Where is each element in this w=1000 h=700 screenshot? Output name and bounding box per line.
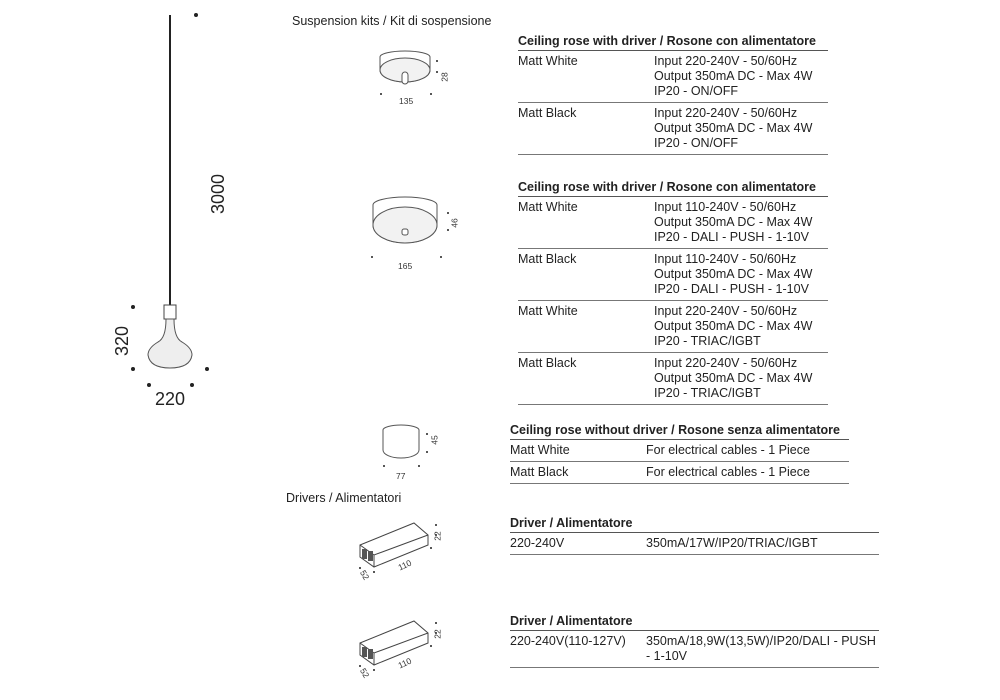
rose1-width: 135 xyxy=(399,96,414,106)
spec-line: IP20 - TRIAC/IGBT xyxy=(654,334,761,348)
driver1-height: 22 xyxy=(432,531,443,541)
row-name: Matt White xyxy=(518,200,578,214)
table-row: Matt Black For electrical cables - 1 Piec… xyxy=(510,462,849,484)
row-name: Matt White xyxy=(518,54,578,68)
spec-line: For electrical cables - 1 Piece xyxy=(646,465,810,479)
row-spec: For electrical cables - 1 Piece xyxy=(646,465,849,480)
lamp-width-body: 220 xyxy=(155,389,186,409)
spec-line: Input 110-240V - 50/60Hz xyxy=(654,252,797,266)
table-row: 220-240V(110-127V) 350mA/18,9W(13,5W)/IP2… xyxy=(510,631,879,668)
spec-line: Output 350mA DC - Max 4W xyxy=(654,69,813,83)
spec-table: Ceiling rose with driver / Rosone con al… xyxy=(518,33,828,155)
row-spec: For electrical cables - 1 Piece xyxy=(646,443,849,458)
row-spec: 350mA/18,9W(13,5W)/IP20/DALI - PUSH- 1-1… xyxy=(646,634,879,664)
spec-line: Input 110-240V - 50/60Hz xyxy=(654,200,797,214)
drivers-title: Drivers / Alimentatori xyxy=(286,491,402,505)
spec-line: - 1-10V xyxy=(646,649,687,663)
ceiling-rose-1-drawing xyxy=(379,50,438,95)
suspension-kits-title: Suspension kits / Kit di sospensione xyxy=(292,14,492,28)
ceiling-rose-3-drawing xyxy=(382,424,428,467)
driver-1-drawing xyxy=(359,522,437,573)
rose3-width: 77 xyxy=(396,471,406,481)
lamp-drawing xyxy=(131,13,209,387)
spec-line: Output 350mA DC - Max 4W xyxy=(654,121,813,135)
table-row: 220-240V 350mA/17W/IP20/TRIAC/IGBT xyxy=(510,533,879,555)
spec-line: Output 350mA DC - Max 4W xyxy=(654,215,813,229)
rose3-height: 45 xyxy=(429,435,440,445)
table-title: Ceiling rose without driver / Rosone sen… xyxy=(510,422,849,440)
lamp-height-body: 320 xyxy=(112,325,132,356)
spec-line: For electrical cables - 1 Piece xyxy=(646,443,810,457)
spec-table: Driver / Alimentatore 220-240V 350mA/17W/I… xyxy=(510,515,879,555)
lamp-height-total: 3000 xyxy=(208,173,228,214)
table-row: Matt White For electrical cables - 1 Piec… xyxy=(510,440,849,462)
driver2-height: 22 xyxy=(432,629,443,639)
row-name: Matt Black xyxy=(510,465,569,479)
spec-table: Ceiling rose without driver / Rosone sen… xyxy=(510,422,849,484)
spec-line: IP20 - ON/OFF xyxy=(654,136,739,150)
spec-line: 350mA/18,9W(13,5W)/IP20/DALI - PUSH xyxy=(646,634,876,648)
row-name: Matt Black xyxy=(518,106,577,120)
row-spec: 350mA/17W/IP20/TRIAC/IGBT xyxy=(646,536,879,551)
spec-table: Driver / Alimentatore 220-240V(110-127V) 3… xyxy=(510,613,879,668)
spec-line: Output 350mA DC - Max 4W xyxy=(654,267,813,281)
row-name: 220-240V xyxy=(510,536,565,550)
spec-line: IP20 - ON/OFF xyxy=(654,84,739,98)
spec-line: IP20 - TRIAC/IGBT xyxy=(654,386,761,400)
spec-line: IP20 - DALI - PUSH - 1-10V xyxy=(654,282,809,296)
spec-line: IP20 - DALI - PUSH - 1-10V xyxy=(654,230,809,244)
spec-line: Input 220-240V - 50/60Hz xyxy=(654,106,798,120)
ceiling-rose-2-drawing xyxy=(371,196,449,258)
table-title: Driver / Alimentatore xyxy=(510,515,879,533)
row-name: Matt White xyxy=(518,304,578,318)
table-title: Ceiling rose with driver / Rosone con al… xyxy=(518,33,828,51)
row-name: 220-240V(110-127V) xyxy=(510,634,626,648)
spec-table: Ceiling rose with driver / Rosone con al… xyxy=(518,179,828,405)
table-title: Driver / Alimentatore xyxy=(510,613,879,631)
spec-line: Input 220-240V - 50/60Hz xyxy=(654,54,798,68)
driver-2-drawing xyxy=(359,620,437,671)
spec-line: Output 350mA DC - Max 4W xyxy=(654,319,813,333)
rose2-height: 46 xyxy=(449,218,460,228)
row-name: Matt Black xyxy=(518,356,577,370)
row-name: Matt Black xyxy=(518,252,577,266)
spec-line: Output 350mA DC - Max 4W xyxy=(654,371,813,385)
table-title: Ceiling rose with driver / Rosone con al… xyxy=(518,179,828,197)
rose1-height: 28 xyxy=(439,72,450,82)
spec-line: Input 220-240V - 50/60Hz xyxy=(654,304,798,318)
spec-line: 350mA/17W/IP20/TRIAC/IGBT xyxy=(646,536,818,550)
rose2-width: 165 xyxy=(398,261,413,271)
spec-line: Input 220-240V - 50/60Hz xyxy=(654,356,798,370)
row-name: Matt White xyxy=(510,443,570,457)
